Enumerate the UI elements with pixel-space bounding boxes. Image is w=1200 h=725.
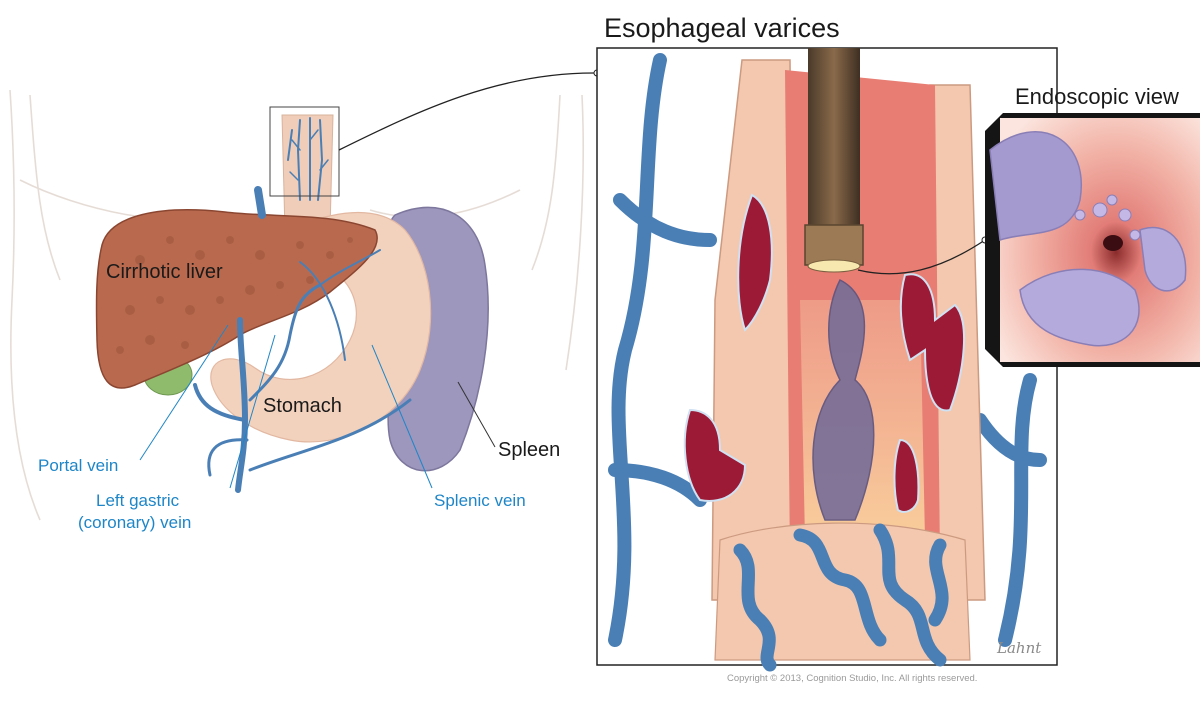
portal-venous-system	[193, 117, 412, 493]
leader-lines	[139, 324, 496, 489]
label-spleen: Spleen	[498, 439, 561, 461]
copyright-notice: Copyright © 2013, Cognition Studio, Inc.…	[727, 673, 978, 684]
label-left-gastric-line2: (coronary) vein	[78, 513, 192, 532]
artist-signature: Lahnt	[997, 639, 1042, 657]
label-stomach: Stomach	[263, 395, 342, 417]
connector-line-main	[338, 72, 598, 151]
zoom-source-box	[269, 106, 340, 197]
label-left-gastric-line1: Left gastric	[96, 491, 180, 510]
inset-title: Endoscopic view	[1015, 84, 1179, 109]
endoscopic-view-inset	[985, 113, 1200, 367]
label-portal-vein: Portal vein	[38, 456, 119, 475]
cirrhotic-liver	[95, 209, 378, 389]
label-splenic-vein: Splenic vein	[434, 491, 526, 510]
liver-nodules	[116, 236, 353, 354]
figure-title: Esophageal varices	[604, 13, 840, 43]
label-cirrhotic-liver: Cirrhotic liver	[106, 261, 223, 283]
esophageal-varices-panel	[596, 47, 1058, 672]
esophagus-small	[281, 114, 334, 233]
